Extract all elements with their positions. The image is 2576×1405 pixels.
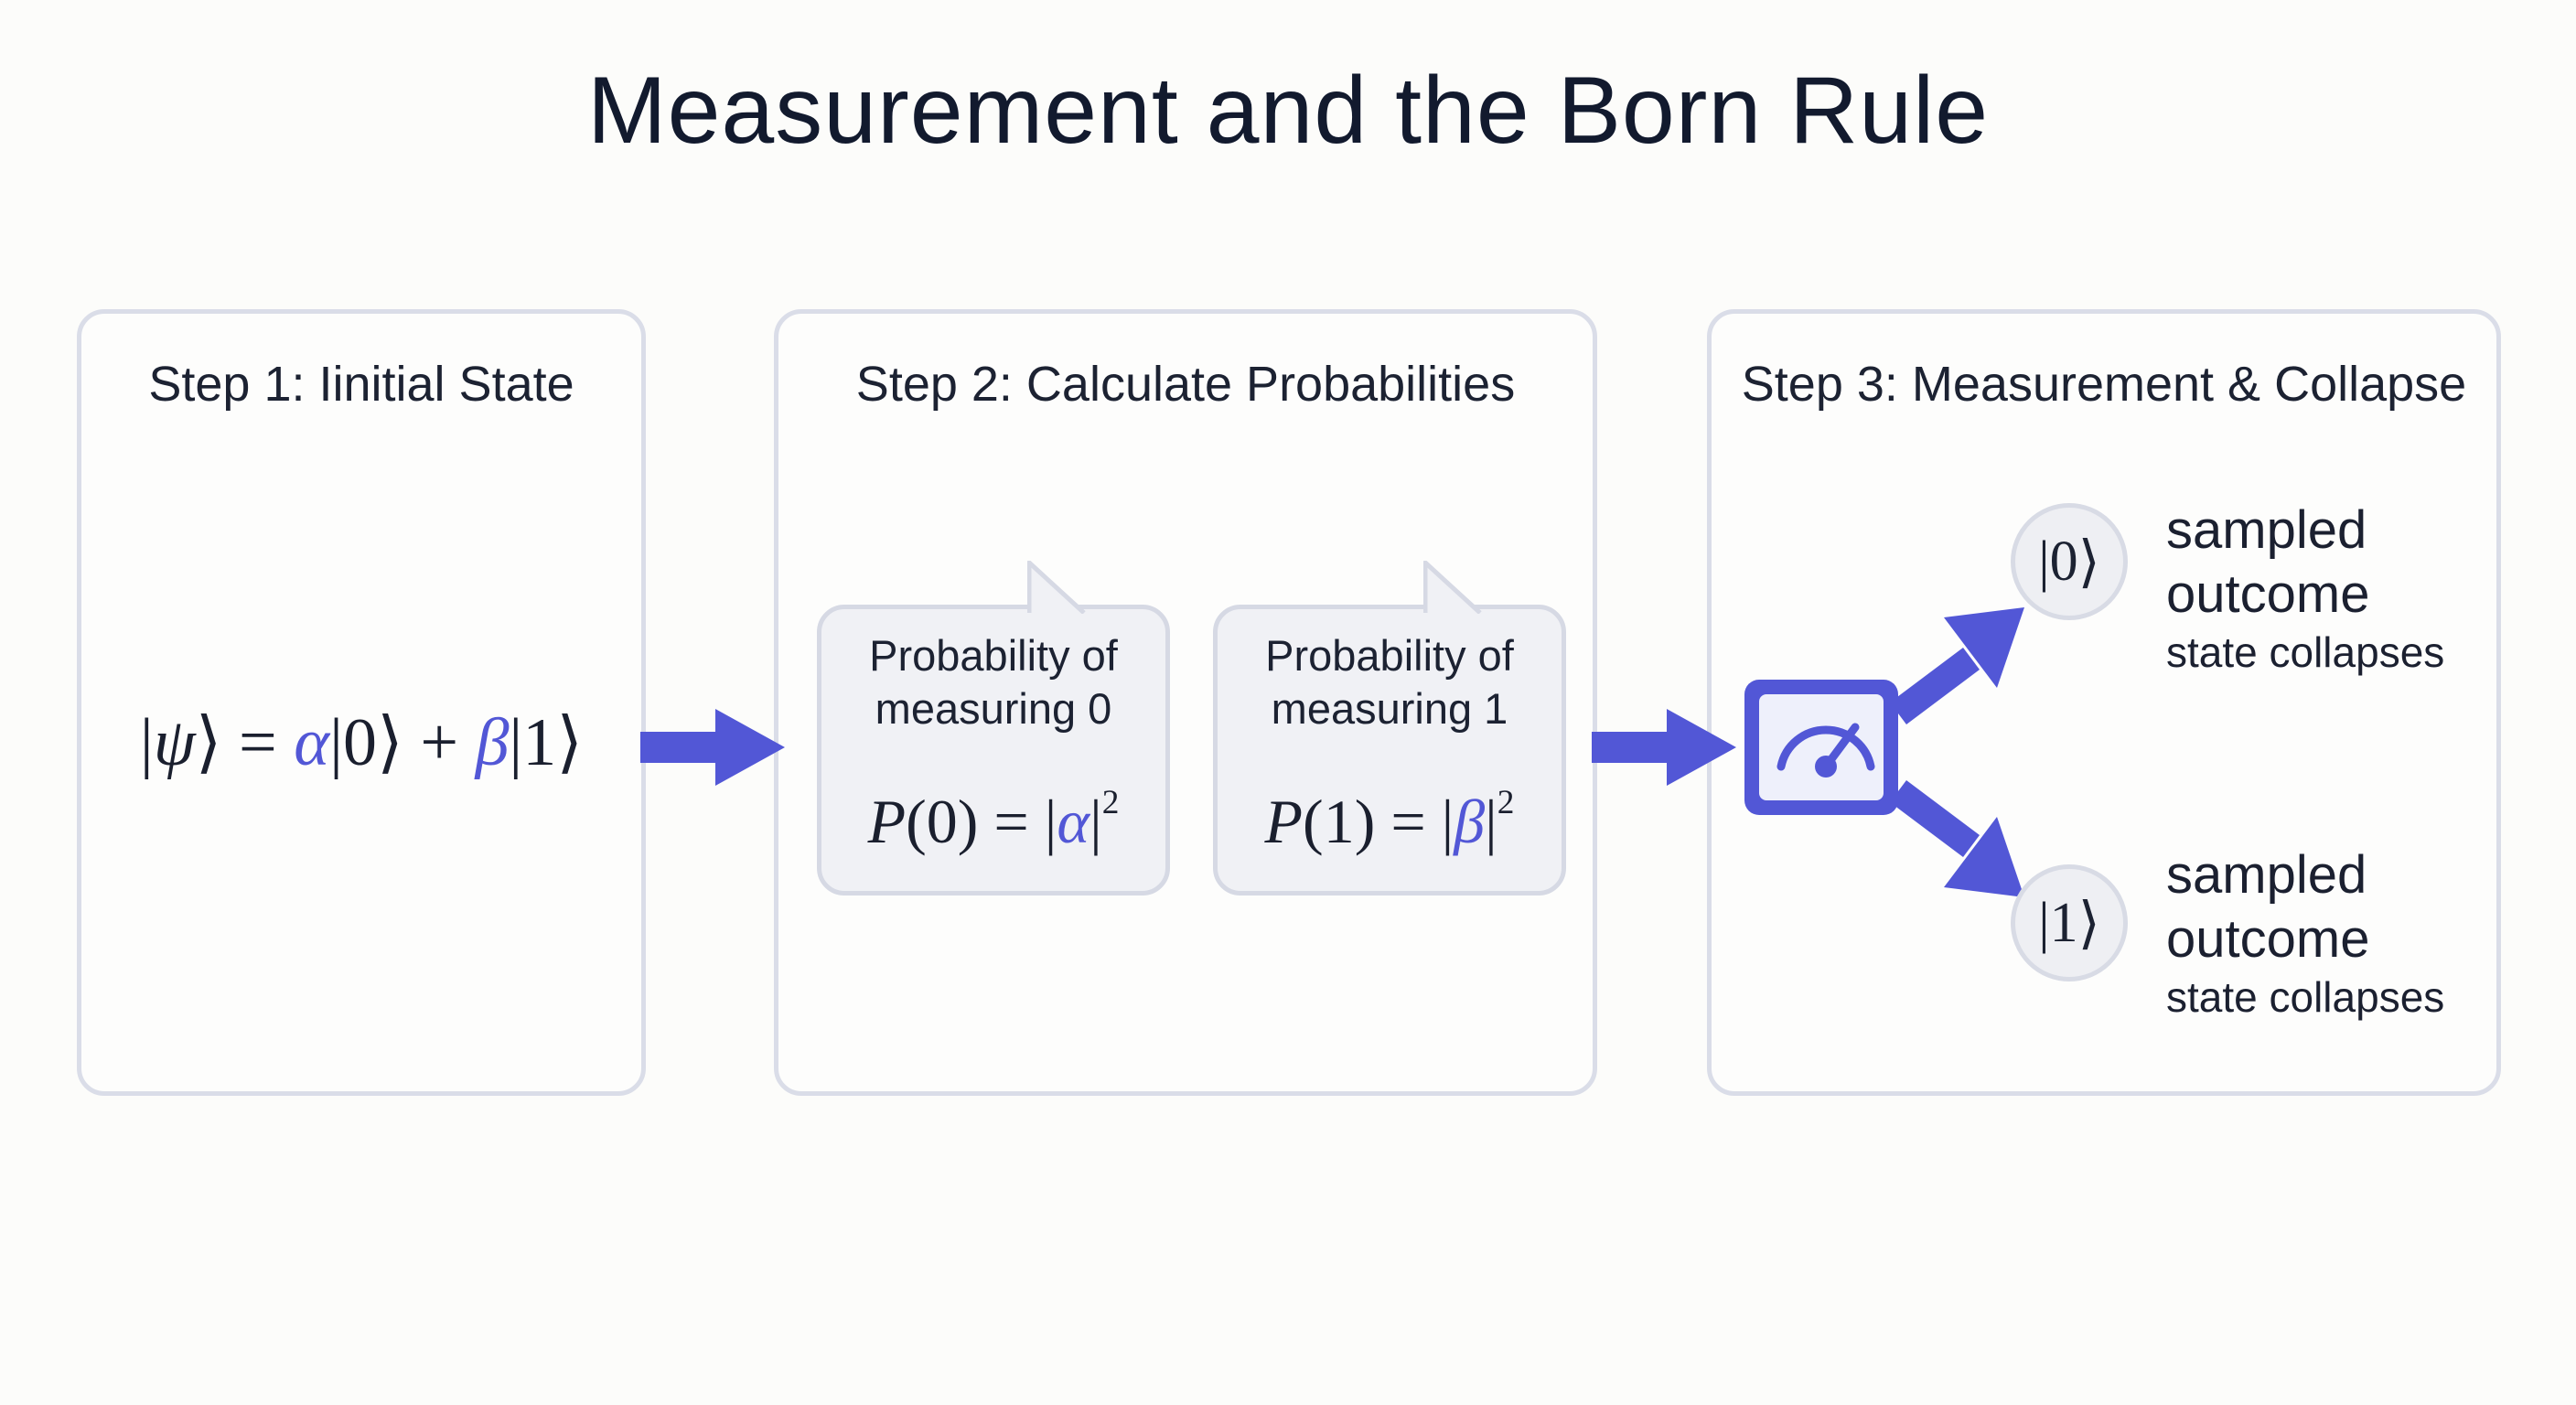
outcome-0-line1: sampled [2166, 500, 2367, 560]
probability-0-label: Probability of measuring 0 [869, 631, 1118, 733]
arrow-to-outcome-1 [1890, 780, 1980, 857]
psi-symbol: ψ [153, 705, 196, 780]
arrow-to-outcome-0 [1890, 648, 1980, 724]
measurement-meter-icon [1744, 680, 1898, 815]
outcome-1-text: sampled outcome state collapses [2166, 843, 2444, 1023]
alpha-coefficient: α [294, 705, 330, 780]
probability-1-formula: P(1) = |β|2 [1264, 784, 1515, 856]
step-2-panel: Step 2: Calculate Probabilities Probabil… [774, 309, 1597, 1096]
beta-coefficient: β [475, 705, 510, 780]
step-2-title: Step 2: Calculate Probabilities [855, 357, 1516, 412]
arrow-step2-to-step3 [1592, 709, 1736, 786]
diagram-title: Measurement and the Born Rule [586, 58, 1990, 164]
probability-1-label: Probability of measuring 1 [1265, 631, 1514, 733]
bubble-tail-icon [1423, 561, 1482, 614]
probability-1-bubble: Probability of measuring 1 P(1) = |β|2 [1213, 561, 1566, 896]
ket-0-label: 0 [342, 705, 377, 780]
probability-0-bubble: Probability of measuring 0 P(0) = |α|2 [817, 561, 1170, 896]
arrowhead-outcome-1 [1944, 817, 2024, 897]
outcome-0-line3: state collapses [2166, 628, 2445, 676]
arrow-step1-to-step2 [640, 709, 785, 786]
ket-1-label: 1 [522, 705, 557, 780]
outcome-0-line2: outcome [2166, 564, 2370, 624]
outcome-1-line1: sampled [2166, 845, 2367, 905]
arrowhead-outcome-0 [1944, 607, 2024, 688]
step-3-title: Step 3: Measurement & Collapse [1741, 357, 2467, 412]
bubble-tail-icon [1027, 561, 1086, 614]
outcome-1-line3: state collapses [2166, 973, 2445, 1021]
step-1-panel: Step 1: Iinitial State |ψ⟩ = α|0⟩ + β|1⟩ [77, 309, 646, 1096]
outcome-1-line2: outcome [2166, 909, 2370, 969]
step-1-title: Step 1: Iinitial State [148, 357, 574, 412]
outcome-0-text: sampled outcome state collapses [2166, 499, 2444, 678]
ket-1-node: |1⟩ [2011, 864, 2128, 981]
probability-0-formula: P(0) = |α|2 [867, 784, 1120, 856]
ket-0-node: |0⟩ [2011, 503, 2128, 620]
state-equation: |ψ⟩ = α|0⟩ + β|1⟩ [139, 705, 584, 780]
